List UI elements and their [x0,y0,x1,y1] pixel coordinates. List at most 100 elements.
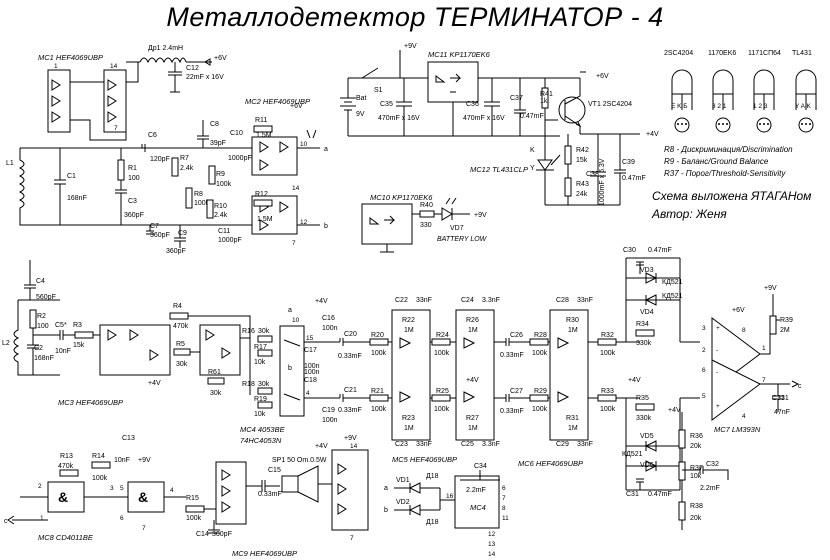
svg-text:C3: C3 [128,198,137,205]
svg-text:+4V: +4V [315,298,328,305]
svg-text:SP1 50 Om.0.5W: SP1 50 Om.0.5W [272,457,327,464]
svg-text:R4: R4 [173,303,182,310]
svg-text:C34: C34 [474,463,487,470]
battery-low-block: MC10 KP1170EK6 R40 330 VD7 +9V BATTERY L… [361,193,488,253]
svg-text:b: b [384,507,388,514]
svg-text:100k: 100k [186,515,202,522]
svg-text:R22: R22 [402,317,415,324]
svg-text:R1: R1 [128,165,137,172]
svg-text:R13: R13 [60,453,73,460]
svg-text:30k: 30k [176,361,188,368]
svg-text:360pF: 360pF [212,531,232,538]
svg-text:C35: C35 [380,101,393,108]
svg-text:10nF: 10nF [55,348,71,355]
svg-text:100k: 100k [194,200,210,207]
svg-text:560pF: 560pF [36,294,56,301]
svg-text:1: 1 [54,63,58,70]
svg-text:1M: 1M [568,425,578,432]
svg-text:c: c [4,518,8,525]
svg-text:R8 - Дискриминация/Discriminat: R8 - Дискриминация/Discrimination [664,145,793,154]
svg-text:L2: L2 [2,340,10,347]
svg-text:100k: 100k [600,350,616,357]
notes-block: R8 - Дискриминация/Discrimination R9 - Б… [651,145,811,221]
svg-text:&: & [138,489,148,505]
svg-text:100k: 100k [532,350,548,357]
svg-text:C20: C20 [344,331,357,338]
svg-text:L1: L1 [6,160,14,167]
svg-text:15: 15 [306,335,314,342]
svg-text:R16: R16 [242,328,255,335]
svg-text:16: 16 [446,493,454,500]
svg-text:2: 2 [38,483,42,490]
svg-text:33nF: 33nF [416,297,432,304]
svg-text:C2: C2 [34,345,43,352]
svg-text:14: 14 [292,185,300,192]
svg-text:MC5 HEF4069UBP: MC5 HEF4069UBP [392,455,457,464]
svg-text:168nF: 168nF [67,195,87,202]
svg-text:100k: 100k [434,350,450,357]
svg-text:VD2: VD2 [396,499,410,506]
mc8-block: R13 470k R14 100k C13 10nF +9V & & c MC8… [4,435,232,542]
svg-text:0.33mF: 0.33mF [338,353,362,360]
svg-text:R61: R61 [208,369,221,376]
svg-text:MC8 CD4011BE: MC8 CD4011BE [38,533,94,542]
svg-text:0.33mF: 0.33mF [500,352,524,359]
svg-text:4: 4 [742,413,746,420]
svg-text:C24: C24 [461,297,474,304]
svg-text:1: 1 [40,515,44,522]
svg-text:MC9 HEF4069UBP: MC9 HEF4069UBP [232,549,297,558]
svg-text:7: 7 [142,525,146,532]
svg-text:+9V: +9V [404,43,417,50]
svg-text:a: a [288,307,292,314]
svg-text:22mF x 16V: 22mF x 16V [186,74,224,81]
svg-text:20k: 20k [690,443,702,450]
svg-text:VD3: VD3 [640,267,654,274]
dr1-choke: Др1 2.4mH +6V C12 22mF x 16V [126,45,227,93]
svg-text:КД521: КД521 [622,451,643,458]
svg-text:1171CП64: 1171CП64 [748,50,781,57]
svg-text:R41: R41 [540,91,553,98]
svg-text:0.47mF: 0.47mF [622,175,646,182]
svg-text:C331: C331 [772,395,789,402]
svg-text:R11: R11 [255,117,267,124]
svg-text:C22: C22 [395,297,408,304]
mc9-block: C15 0.33mF SP1 50 Om.0.5W +9V MC9 HEF406… [215,435,369,558]
svg-text:+9V: +9V [474,212,487,219]
svg-text:+4V: +4V [148,380,161,387]
svg-text:15k: 15k [576,157,588,164]
svg-text:C17: C17 [304,347,317,354]
mc4-block: R16 30k R17 10k R18 30k R19 10k a b 154 … [240,298,389,450]
svg-text:MC2 HEF4069UBP: MC2 HEF4069UBP [245,97,310,106]
svg-text:1.5M: 1.5M [256,132,272,139]
svg-text:30k: 30k [210,390,222,397]
svg-text:C9: C9 [178,230,187,237]
mc1-label: MC1 HEF4069UBP [38,53,103,62]
svg-text:0.47mF: 0.47mF [648,247,672,254]
svg-text:2M: 2M [780,327,790,334]
svg-text:10k: 10k [254,359,266,366]
svg-text:1M: 1M [568,327,578,334]
svg-text:C13: C13 [122,435,135,442]
svg-text:3 2 1: 3 2 1 [712,103,727,110]
svg-text:100k: 100k [600,406,616,413]
svg-text:2: 2 [702,347,706,354]
svg-text:VT1 2SC4204: VT1 2SC4204 [588,101,632,108]
svg-text:MC4: MC4 [470,503,486,512]
svg-text:1k: 1k [540,98,548,105]
svg-text:0.33mF: 0.33mF [338,407,362,414]
svg-text:+9V: +9V [764,285,777,292]
svg-text:7: 7 [114,125,118,132]
svg-text:10nF: 10nF [114,457,130,464]
svg-text:6: 6 [502,485,506,492]
svg-text:C12: C12 [186,65,199,72]
svg-text:100: 100 [37,323,49,330]
svg-text:R36: R36 [690,433,703,440]
svg-text:VD7: VD7 [450,225,464,232]
svg-text:R39: R39 [780,317,793,324]
svg-text:K: K [530,147,535,154]
svg-text:C15: C15 [268,467,281,474]
svg-text:33nF: 33nF [577,441,593,448]
svg-text:R21: R21 [371,388,384,395]
